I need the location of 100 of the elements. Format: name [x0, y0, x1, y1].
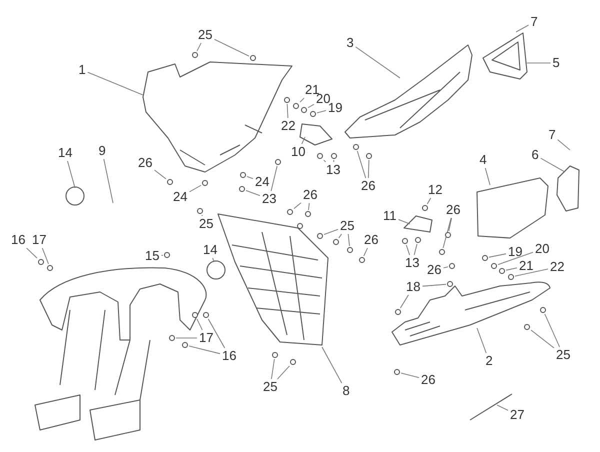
fastener: [287, 209, 293, 215]
callout-number: 4: [478, 153, 488, 167]
callout-number: 26: [137, 156, 154, 170]
leader-line: [484, 168, 490, 186]
fastener: [203, 312, 209, 318]
fastener: [310, 111, 316, 117]
callout-number: 14: [57, 146, 74, 160]
leader-line: [363, 248, 368, 256]
leader-line: [442, 218, 452, 248]
leader-line: [316, 110, 326, 114]
leader-line: [214, 39, 250, 56]
leader-line: [87, 72, 144, 96]
callout-number: 1: [78, 63, 87, 77]
callout-number: 25: [339, 219, 356, 233]
leader-line: [338, 234, 342, 238]
callout-number: 18: [405, 280, 422, 294]
fastener: [38, 259, 44, 265]
fastener: [447, 281, 453, 287]
fastener: [491, 263, 497, 269]
callout-number: 26: [302, 188, 318, 202]
fastener: [169, 335, 175, 341]
callout-number: 26: [420, 373, 436, 387]
fastener: [275, 159, 281, 165]
leader-line: [154, 170, 166, 180]
leader-line: [422, 284, 446, 287]
leader-line: [324, 229, 338, 235]
fastener: [317, 233, 323, 239]
leader-line: [188, 346, 220, 354]
fastener: [333, 239, 339, 245]
callout-number: 26: [426, 263, 442, 277]
fastener: [366, 153, 372, 159]
leader-line: [271, 358, 275, 380]
callout-number: 13: [404, 256, 420, 270]
fastener: [394, 369, 400, 375]
fastener: [250, 55, 256, 61]
callout-number: 11: [382, 209, 398, 223]
leader-line: [196, 42, 202, 52]
leader-line: [246, 176, 254, 179]
leader-line: [400, 372, 420, 378]
leader-line: [348, 234, 350, 246]
callout-number: 14: [202, 243, 218, 257]
callout-number: 10: [290, 145, 306, 159]
leader-line: [544, 314, 560, 348]
leader-line: [308, 104, 314, 108]
leader-line: [196, 318, 203, 330]
fastener: [290, 359, 296, 365]
leader-line: [308, 202, 310, 210]
callout-number: 25: [197, 28, 214, 42]
callout-number: 22: [280, 119, 296, 133]
leader-line: [426, 198, 432, 204]
callout-number: 13: [325, 163, 342, 177]
leader-line: [161, 254, 164, 256]
callout-number: 26: [360, 179, 376, 193]
callout-number: 7: [548, 128, 557, 142]
leader-line: [443, 266, 448, 268]
leader-line: [301, 136, 306, 144]
leader-line: [530, 330, 554, 348]
fastener: [297, 223, 303, 229]
callout-number: 26: [445, 203, 462, 217]
fastener: [445, 232, 451, 238]
leader-line: [414, 244, 418, 256]
callout-number: 16: [221, 349, 238, 363]
leader-line: [540, 158, 566, 172]
leader-line: [448, 218, 452, 232]
leader-line: [189, 184, 202, 192]
fastener: [415, 237, 421, 243]
leader-line: [42, 248, 49, 264]
leader-line: [498, 252, 534, 265]
callout-number: 5: [552, 56, 561, 70]
leader-line: [103, 158, 114, 204]
leader-line: [246, 190, 260, 196]
fastener: [524, 324, 530, 330]
callout-number: 25: [262, 380, 278, 394]
fastener: [353, 144, 359, 150]
fastener: [47, 265, 53, 271]
fastener: [240, 172, 246, 178]
leader-line: [406, 244, 410, 256]
leader-line: [516, 24, 529, 32]
callout-number: 24: [172, 190, 188, 204]
fastener: [402, 238, 408, 244]
fastener: [192, 52, 198, 58]
fastener: [482, 255, 488, 261]
callout-number: 25: [198, 217, 214, 231]
callout-number: 26: [363, 233, 380, 247]
leader-line: [322, 346, 342, 384]
fastener: [272, 352, 278, 358]
leader-line: [506, 268, 518, 271]
callout-number: 27: [509, 408, 526, 422]
leader-line: [398, 219, 410, 224]
leader-line: [526, 62, 551, 64]
callout-number: 2: [484, 354, 494, 368]
fastener: [284, 97, 290, 103]
callout-number: 9: [98, 144, 107, 158]
leader-line: [333, 160, 334, 162]
fastener: [202, 180, 208, 186]
leader-line: [277, 366, 290, 380]
leader-line: [368, 160, 370, 178]
fastener: [305, 211, 311, 217]
fastener: [239, 186, 245, 192]
fastener: [499, 268, 505, 274]
